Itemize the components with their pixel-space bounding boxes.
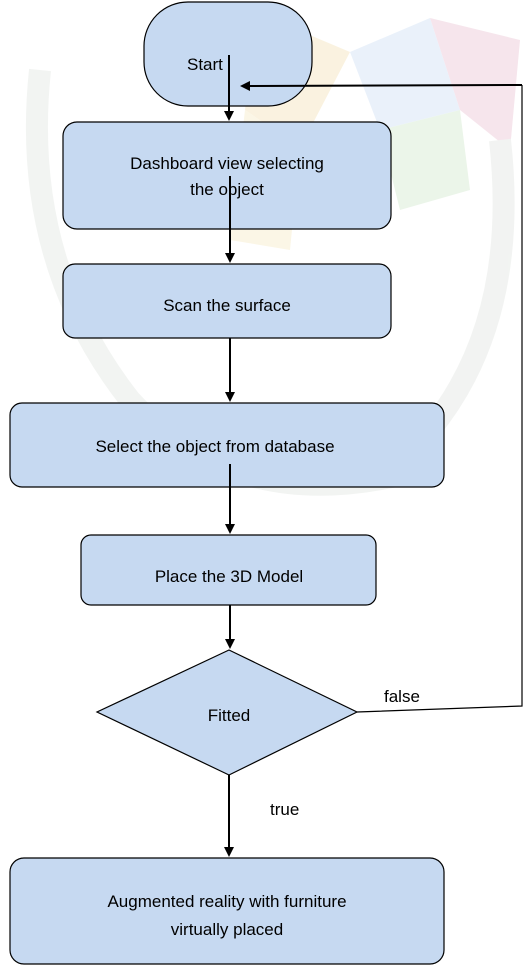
scan-label: Scan the surface (163, 296, 291, 315)
edge-false-return-to-start (240, 80, 523, 91)
select-label: Select the object from database (95, 437, 334, 456)
true-label: true (270, 800, 299, 819)
dashboard-label-line2: the object (190, 180, 264, 199)
edge-decision-false (356, 85, 523, 713)
result-label-line2: virtually placed (171, 920, 283, 939)
scan-node: Scan the surface (62, 263, 392, 339)
decision-label: Fitted (208, 706, 251, 725)
false-label: false (384, 687, 420, 706)
place-label: Place the 3D Model (155, 567, 303, 586)
select-node: Select the object from database (9, 402, 445, 488)
decision-node: Fitted (95, 649, 359, 776)
start-label: Start (187, 55, 223, 74)
dashboard-node: Dashboard view selecting the object (62, 121, 392, 230)
result-label-line1: Augmented reality with furniture (107, 892, 346, 911)
dashboard-label-line1: Dashboard view selecting (130, 154, 324, 173)
place-node: Place the 3D Model (80, 534, 377, 606)
result-node: Augmented reality with furniture virtual… (9, 857, 445, 965)
